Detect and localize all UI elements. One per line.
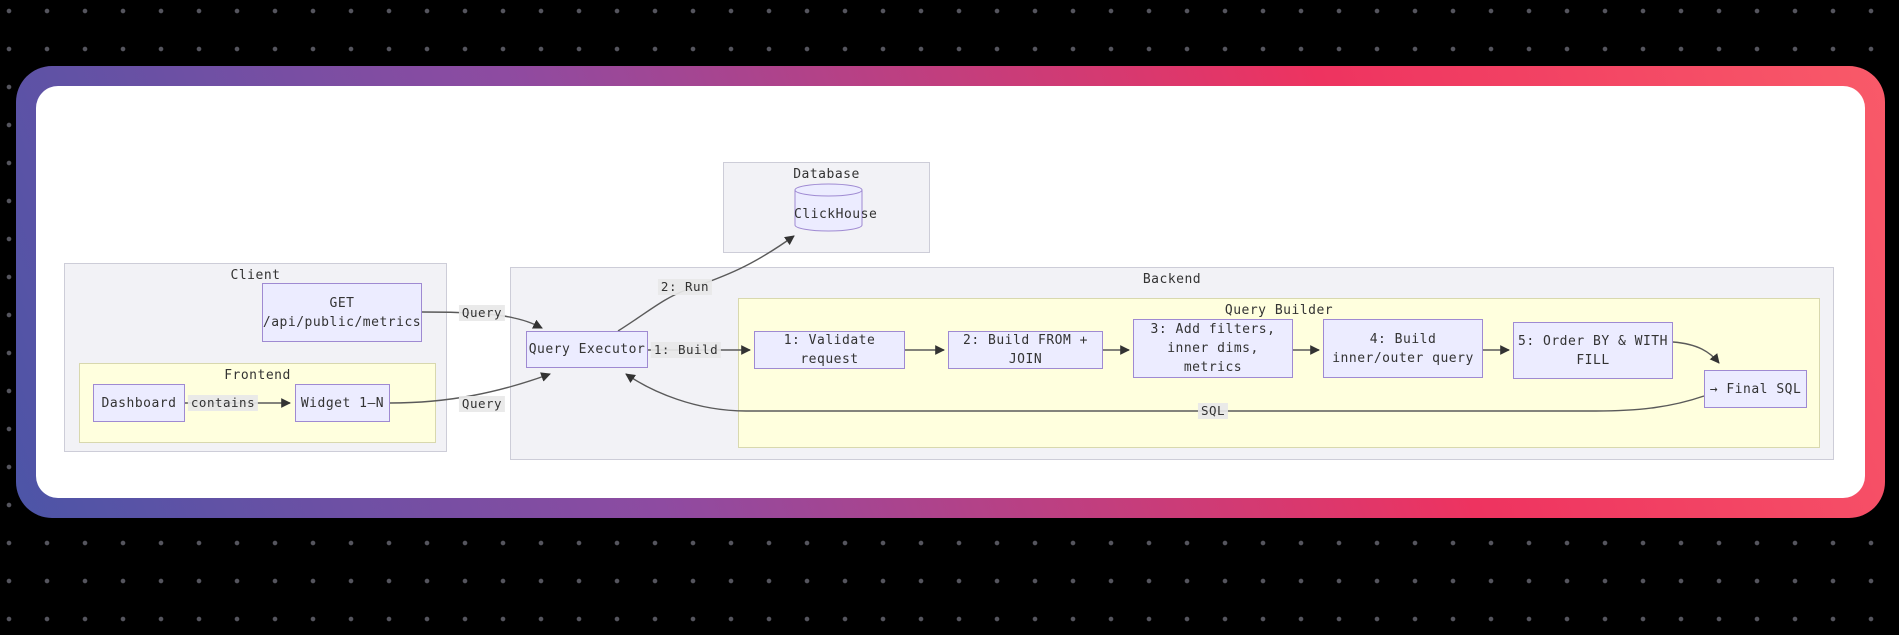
edge-label-run: 2: Run bbox=[657, 279, 713, 295]
node-step3: 3: Add filters, inner dims, metrics bbox=[1133, 319, 1293, 378]
node-final-sql: → Final SQL bbox=[1704, 370, 1807, 408]
node-clickhouse-label: ClickHouse bbox=[794, 207, 878, 222]
node-step3-line2: inner dims, metrics bbox=[1167, 341, 1259, 375]
edge-label-query-widget: Query bbox=[458, 396, 506, 412]
node-step1: 1: Validate request bbox=[754, 331, 905, 369]
node-step2: 2: Build FROM + JOIN bbox=[948, 331, 1103, 369]
edge-get-query-executor bbox=[421, 311, 543, 329]
node-widget: Widget 1–N bbox=[295, 384, 390, 422]
node-step3-line1: 3: Add filters, bbox=[1150, 322, 1276, 337]
edge-label-sql: SQL bbox=[1197, 403, 1229, 419]
edge-widget-query-executor bbox=[389, 372, 551, 404]
cluster-frontend-title: Frontend bbox=[224, 368, 291, 383]
node-step4: 4: Build inner/outer query bbox=[1323, 319, 1483, 378]
node-get-endpoint: GET /api/public/metrics bbox=[262, 283, 422, 342]
node-step5: 5: Order BY & WITH FILL bbox=[1513, 322, 1673, 379]
node-clickhouse: ClickHouse bbox=[794, 183, 878, 232]
node-step1-label: 1: Validate request bbox=[783, 333, 876, 367]
edge-label-contains: contains bbox=[187, 395, 259, 411]
node-get-endpoint-line1: GET bbox=[329, 295, 355, 311]
node-final-sql-label: → Final SQL bbox=[1709, 381, 1802, 397]
cluster-client-title: Client bbox=[230, 268, 281, 283]
cylinder-shape bbox=[794, 183, 863, 232]
edge-label-build: 1: Build bbox=[650, 342, 722, 358]
cluster-database-title: Database bbox=[793, 167, 860, 182]
edge-label-query-get: Query bbox=[458, 305, 506, 321]
node-step5-line1: 5: Order BY & WITH bbox=[1518, 333, 1668, 349]
diagram-surface: Database Client Frontend Backend Query B… bbox=[36, 86, 1865, 498]
node-widget-label: Widget 1–N bbox=[300, 395, 385, 411]
node-dashboard-label: Dashboard bbox=[101, 395, 177, 411]
cluster-backend-title: Backend bbox=[1142, 272, 1202, 287]
edge-finalsql-sql-executor bbox=[625, 373, 1705, 412]
edge-step5-finalsql bbox=[1672, 341, 1720, 364]
node-get-endpoint-line2: /api/public/metrics bbox=[262, 314, 422, 330]
node-dashboard: Dashboard bbox=[93, 384, 185, 422]
node-step2-label: 2: Build FROM + JOIN bbox=[963, 333, 1088, 367]
cluster-query-builder-title: Query Builder bbox=[1224, 303, 1334, 318]
node-query-executor: Query Executor bbox=[526, 331, 648, 368]
flowchart: Database Client Frontend Backend Query B… bbox=[36, 86, 1865, 498]
node-step5-line2: FILL bbox=[1576, 352, 1610, 368]
node-step4-line1: 4: Build bbox=[1369, 331, 1437, 347]
gradient-card: Database Client Frontend Backend Query B… bbox=[16, 66, 1885, 518]
node-step4-line2: inner/outer query bbox=[1332, 350, 1474, 366]
node-query-executor-label: Query Executor bbox=[528, 342, 646, 357]
cluster-database: Database bbox=[723, 162, 930, 253]
